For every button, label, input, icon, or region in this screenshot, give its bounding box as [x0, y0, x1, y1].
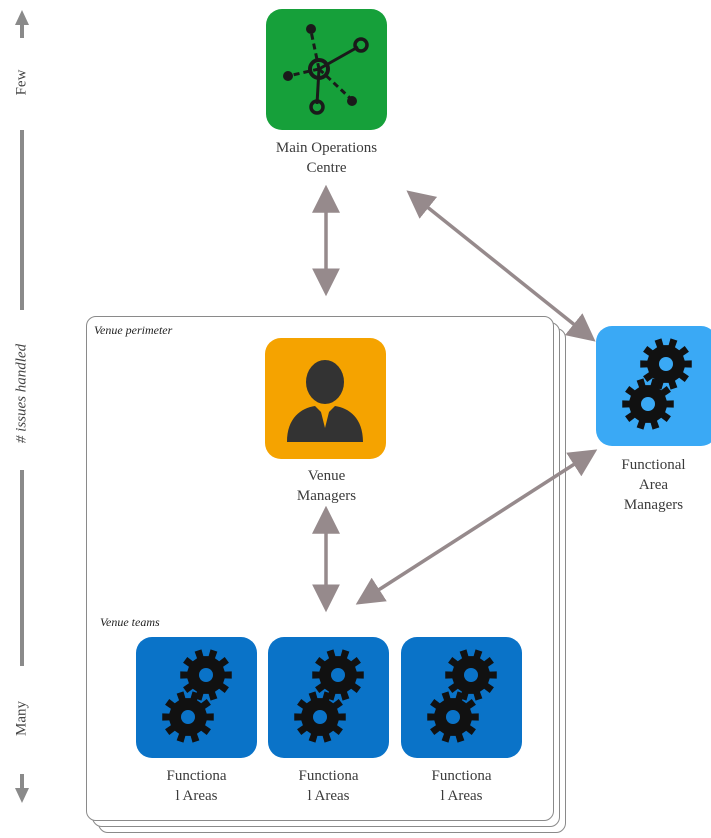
axis-segment-lower [20, 470, 24, 666]
venue-perimeter-label: Venue perimeter [94, 323, 173, 337]
functional-area-managers-label: Functional Area Managers [621, 457, 686, 513]
axis-down-arrowhead [15, 788, 29, 803]
functional-area-label-3: Functiona l Areas [431, 768, 492, 804]
functional-area-managers-tile [596, 326, 711, 446]
venue-managers-tile [265, 338, 386, 459]
arrow-functional-area-managers-venue-teams [355, 449, 598, 605]
functional-area-tile-1 [136, 637, 257, 758]
gears-icon [622, 338, 692, 430]
person-icon [287, 360, 363, 442]
gears-icon [162, 649, 232, 743]
venue-managers-label: Venue Managers [296, 468, 357, 504]
venue-teams-label: Venue teams [100, 615, 160, 629]
functional-area-label-2: Functiona l Areas [298, 768, 359, 804]
main-operations-centre-tile [266, 9, 387, 130]
axis-up-arrowhead [15, 10, 29, 25]
main-operations-centre-label: Main Operations Centre [275, 140, 378, 176]
functional-area-tile-2 [268, 637, 389, 758]
axis-segment-upper [20, 130, 24, 310]
gears-icon [294, 649, 364, 743]
arrow-mainops-functional-area-managers [406, 190, 596, 342]
axis-down-stem [20, 774, 24, 788]
axis-up-stem [20, 24, 24, 38]
network-hub-icon [283, 24, 369, 115]
gears-icon [427, 649, 497, 743]
functional-area-label-1: Functiona l Areas [166, 768, 227, 804]
functional-area-tile-3 [401, 637, 522, 758]
